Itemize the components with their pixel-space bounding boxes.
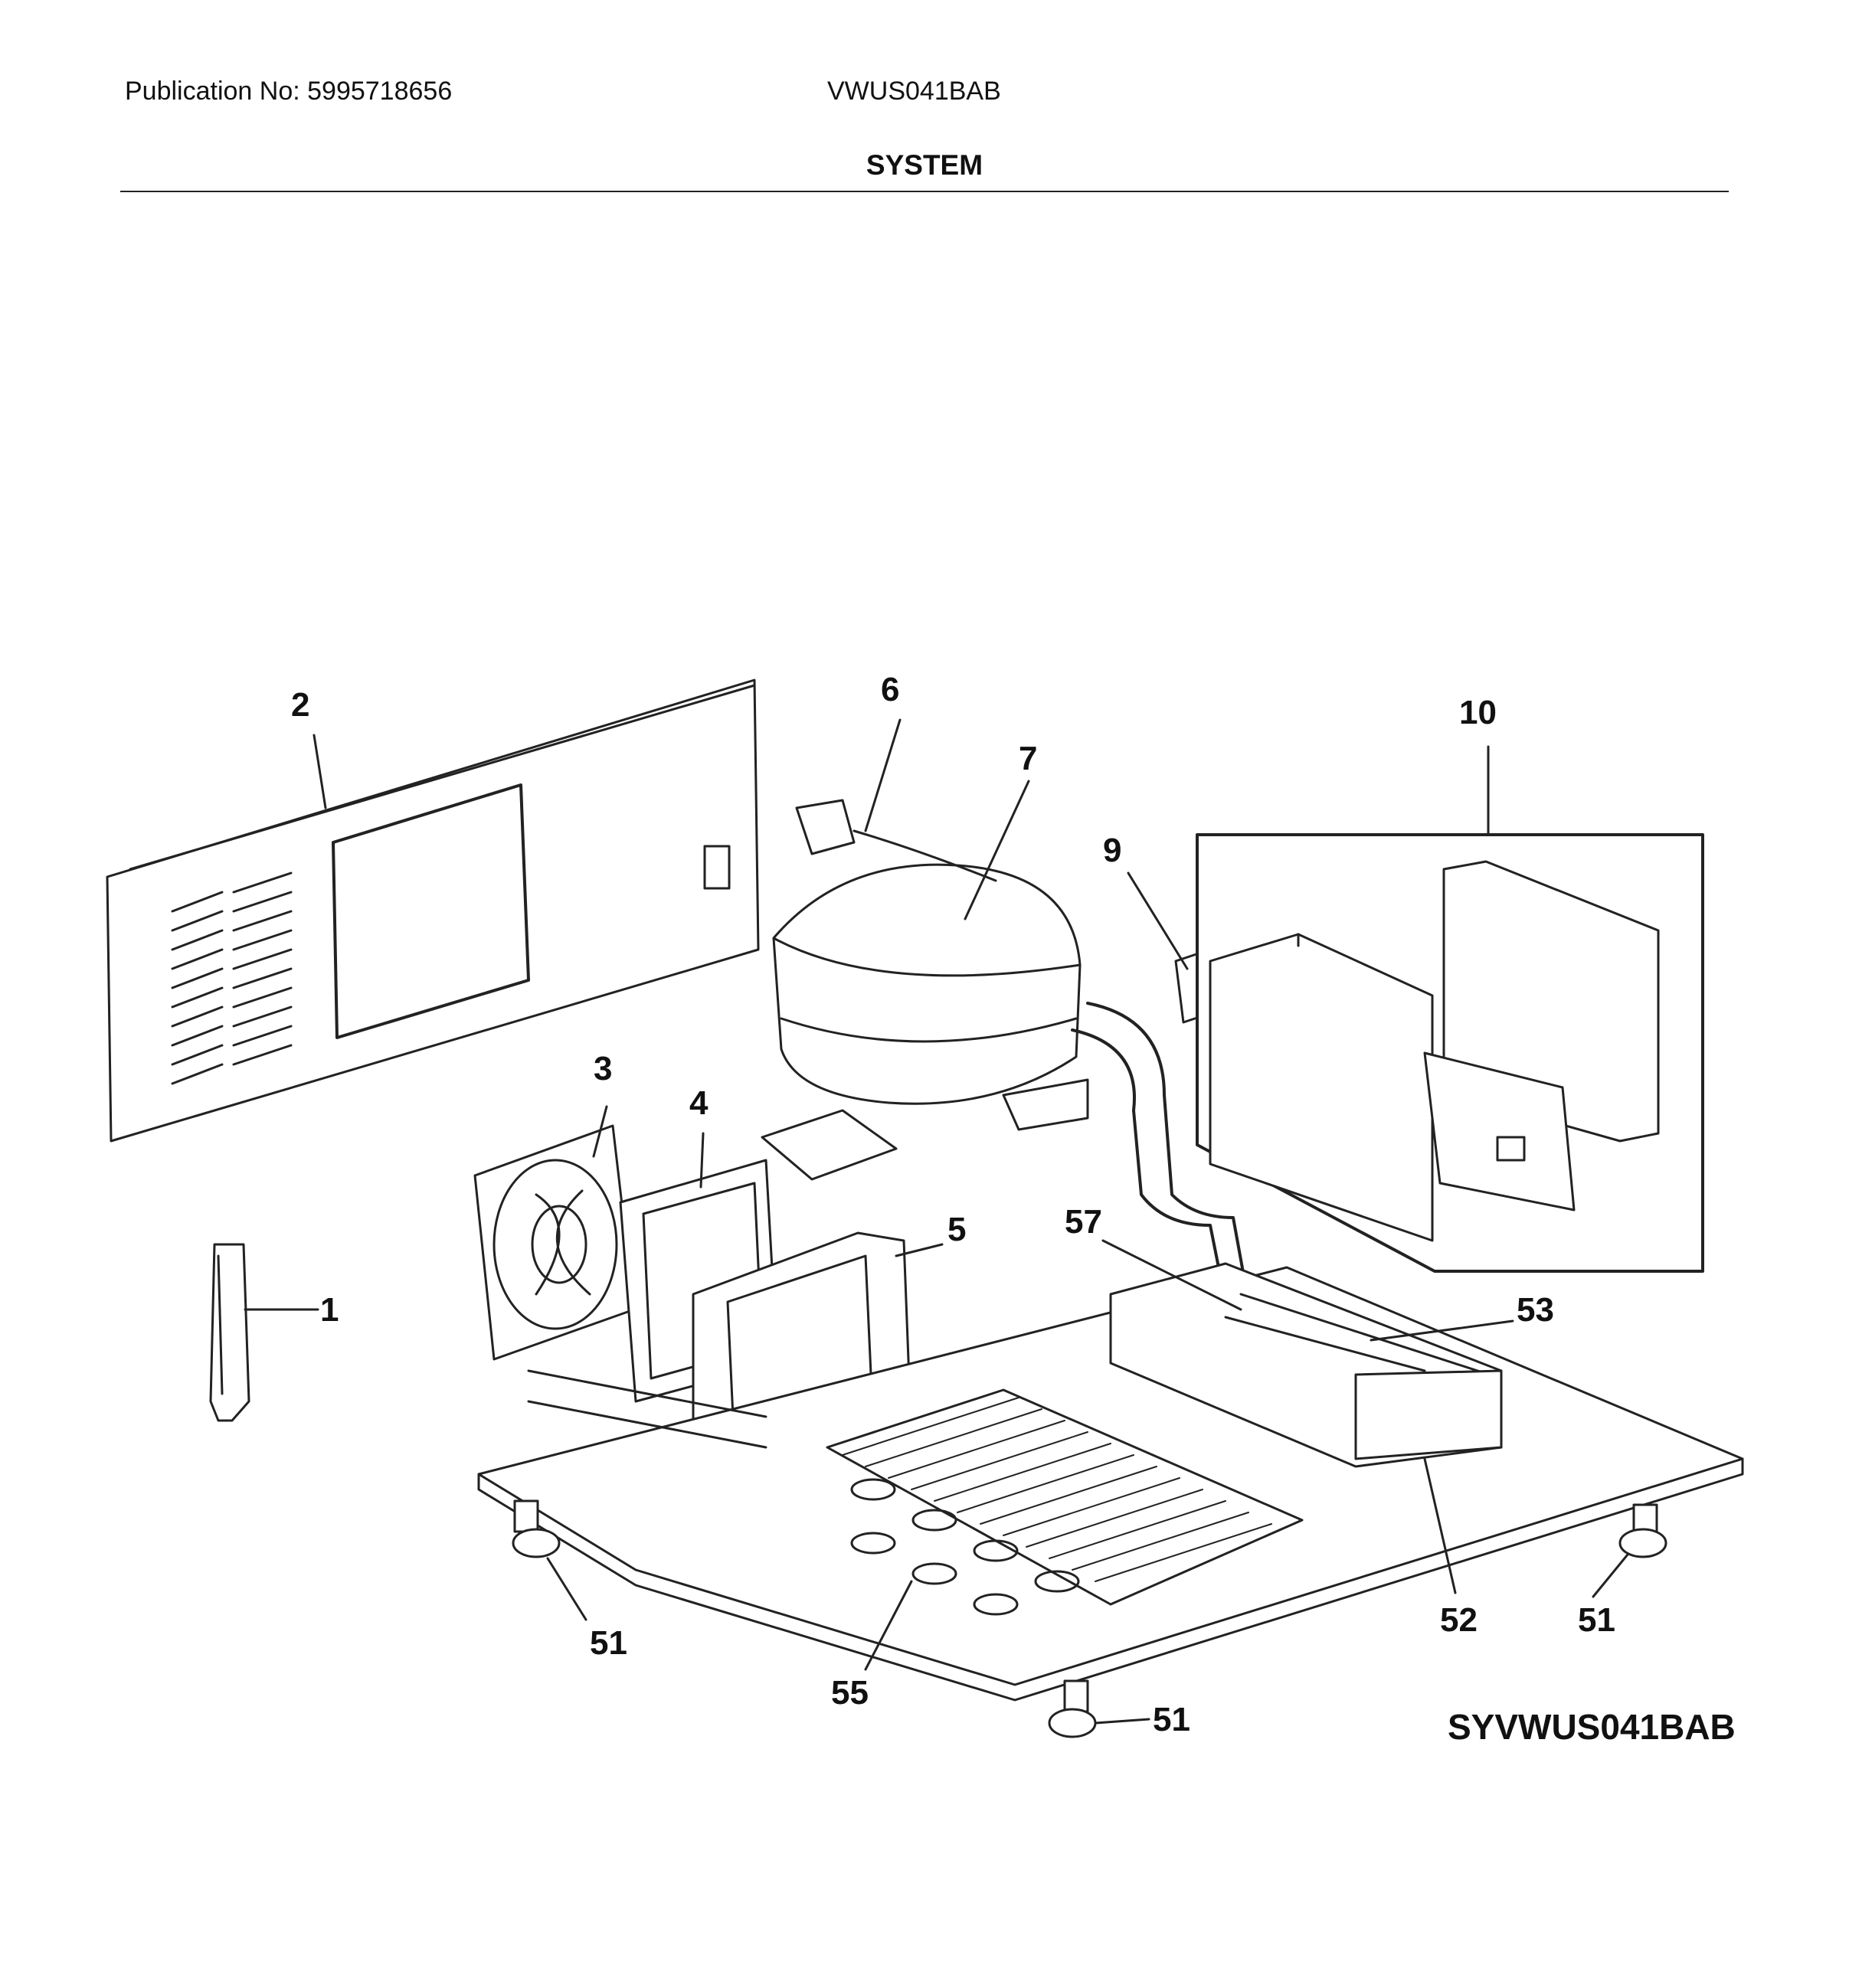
model-number: VWUS041BAB (827, 77, 1001, 106)
leader-6 (864, 718, 902, 832)
leveling-foot-front (1048, 1679, 1097, 1738)
callout-6: 6 (881, 671, 899, 708)
leader-7 (964, 780, 1030, 920)
callout-51-right: 51 (1578, 1601, 1615, 1639)
refrigerant-tubing-2 (1086, 1002, 1250, 1303)
title-divider (120, 191, 1729, 192)
leader-55 (864, 1580, 913, 1671)
control-box-inset (1196, 833, 1704, 1273)
callout-57: 57 (1065, 1203, 1102, 1241)
leader-51-left (546, 1557, 587, 1621)
callout-53: 53 (1517, 1291, 1554, 1329)
leader-52 (1423, 1457, 1457, 1594)
callout-52: 52 (1440, 1601, 1478, 1639)
leader-53 (1370, 1319, 1514, 1342)
condenser-fan (473, 1124, 636, 1361)
leader-5 (895, 1243, 944, 1257)
support-post (209, 1243, 250, 1422)
leveling-foot-right (1618, 1503, 1667, 1558)
callout-4: 4 (689, 1084, 709, 1122)
water-tray (1354, 1369, 1503, 1460)
leader-57 (1101, 1239, 1242, 1311)
diagram-code: SYVWUS041BAB (1448, 1707, 1736, 1747)
rear-access-panel (106, 678, 760, 1143)
compressor (761, 863, 1089, 1181)
callout-55: 55 (831, 1674, 869, 1712)
callout-10: 10 (1459, 694, 1497, 731)
leveling-foot-left (512, 1499, 561, 1558)
callout-5: 5 (947, 1211, 966, 1248)
callout-9: 9 (1103, 832, 1121, 869)
callout-51-left: 51 (590, 1624, 627, 1662)
leader-51-right (1592, 1553, 1629, 1598)
callout-51-front: 51 (1153, 1701, 1190, 1738)
leader-9 (1127, 871, 1189, 970)
callout-1: 1 (320, 1291, 339, 1329)
callout-2: 2 (291, 686, 309, 724)
condenser-coil (826, 1388, 1304, 1616)
page-title: SYSTEM (866, 149, 983, 181)
leader-51-front (1094, 1718, 1150, 1725)
leader-4 (699, 1132, 705, 1189)
refrigerant-tubing (1071, 1028, 1227, 1303)
overload-relay (795, 799, 997, 882)
leader-2 (313, 734, 327, 809)
leader-3 (592, 1105, 608, 1158)
callout-3: 3 (594, 1050, 612, 1087)
publication-number: Publication No: 5995718656 (125, 77, 453, 106)
callout-7: 7 (1019, 740, 1037, 777)
